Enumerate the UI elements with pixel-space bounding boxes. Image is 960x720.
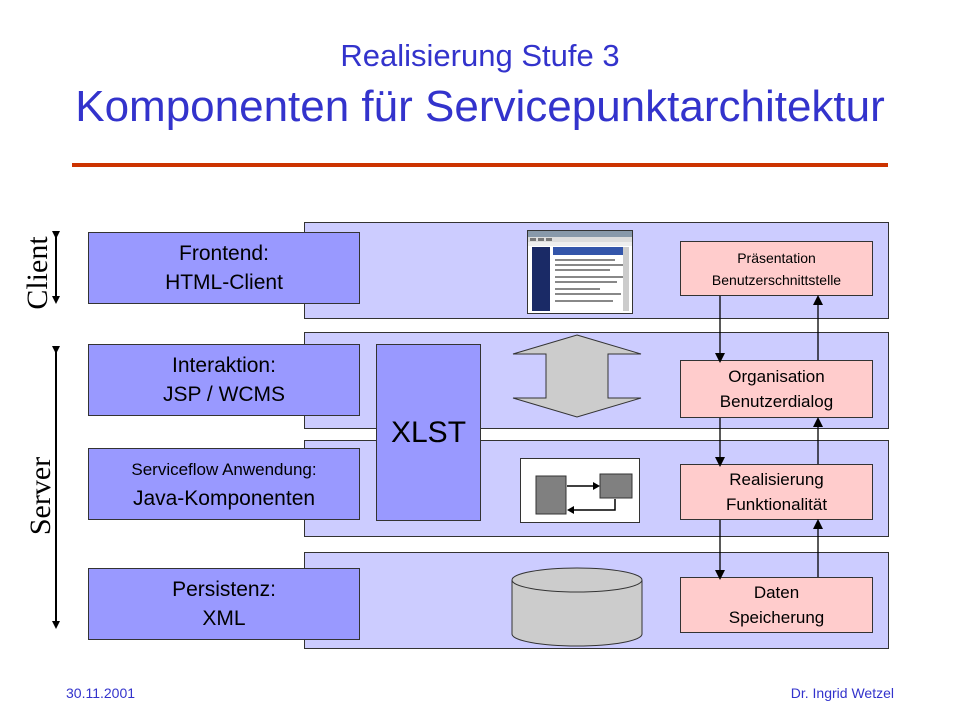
browser-screenshot-icon (527, 230, 633, 314)
layer-interaktion: Interaktion: JSP / WCMS (88, 344, 360, 416)
server-label: Server (24, 456, 57, 536)
layer-serviceflow-title: Serviceflow Anwendung: (131, 460, 317, 479)
footer-date: 30.11.2001 (66, 685, 136, 701)
function-flow-arrows (715, 295, 823, 580)
slide-subtitle: Realisierung Stufe 3 (340, 38, 620, 73)
function-realisierung-detail: Funktionalität (725, 495, 828, 514)
layer-serviceflow-detail: Java-Komponenten (132, 487, 316, 510)
database-icon (511, 567, 643, 647)
layer-frontend-detail: HTML-Client (165, 271, 283, 294)
client-label: Client (21, 236, 54, 310)
function-organisation-detail: Benutzerdialog (719, 392, 834, 411)
function-realisierung: Realisierung Funktionalität (680, 464, 873, 520)
function-realisierung-title: Realisierung (729, 470, 824, 489)
footer-author: Dr. Ingrid Wetzel (790, 685, 894, 701)
function-daten: Daten Speicherung (680, 577, 873, 633)
function-daten-detail: Speicherung (728, 608, 825, 627)
layer-serviceflow: Serviceflow Anwendung: Java-Komponenten (88, 448, 360, 520)
xlst-label: XLST (390, 416, 467, 449)
layer-frontend-title: Frontend: (179, 242, 269, 265)
layer-persistenz-title: Persistenz: (172, 578, 276, 601)
function-organisation: Organisation Benutzerdialog (680, 360, 873, 418)
function-praesentation: Präsentation Benutzerschnittstelle (680, 241, 873, 296)
layer-persistenz-detail: XML (202, 607, 246, 630)
function-praesentation-title: Präsentation (737, 249, 816, 266)
layer-persistenz: Persistenz: XML (88, 568, 360, 640)
slide-title: Komponenten für Servicepunktarchitektur (75, 82, 885, 131)
xlst-box: XLST (376, 344, 481, 521)
layer-interaktion-title: Interaktion: (172, 354, 276, 377)
function-organisation-title: Organisation (728, 367, 825, 386)
title-divider (72, 163, 888, 167)
layer-interaktion-detail: JSP / WCMS (162, 383, 286, 406)
function-daten-title: Daten (753, 583, 800, 602)
side-arrows (52, 231, 60, 629)
exchange-arrow-icon (512, 334, 642, 418)
layer-frontend: Frontend: HTML-Client (88, 232, 360, 304)
function-praesentation-detail: Benutzerschnittstelle (711, 271, 842, 288)
component-flow-icon (520, 458, 640, 523)
